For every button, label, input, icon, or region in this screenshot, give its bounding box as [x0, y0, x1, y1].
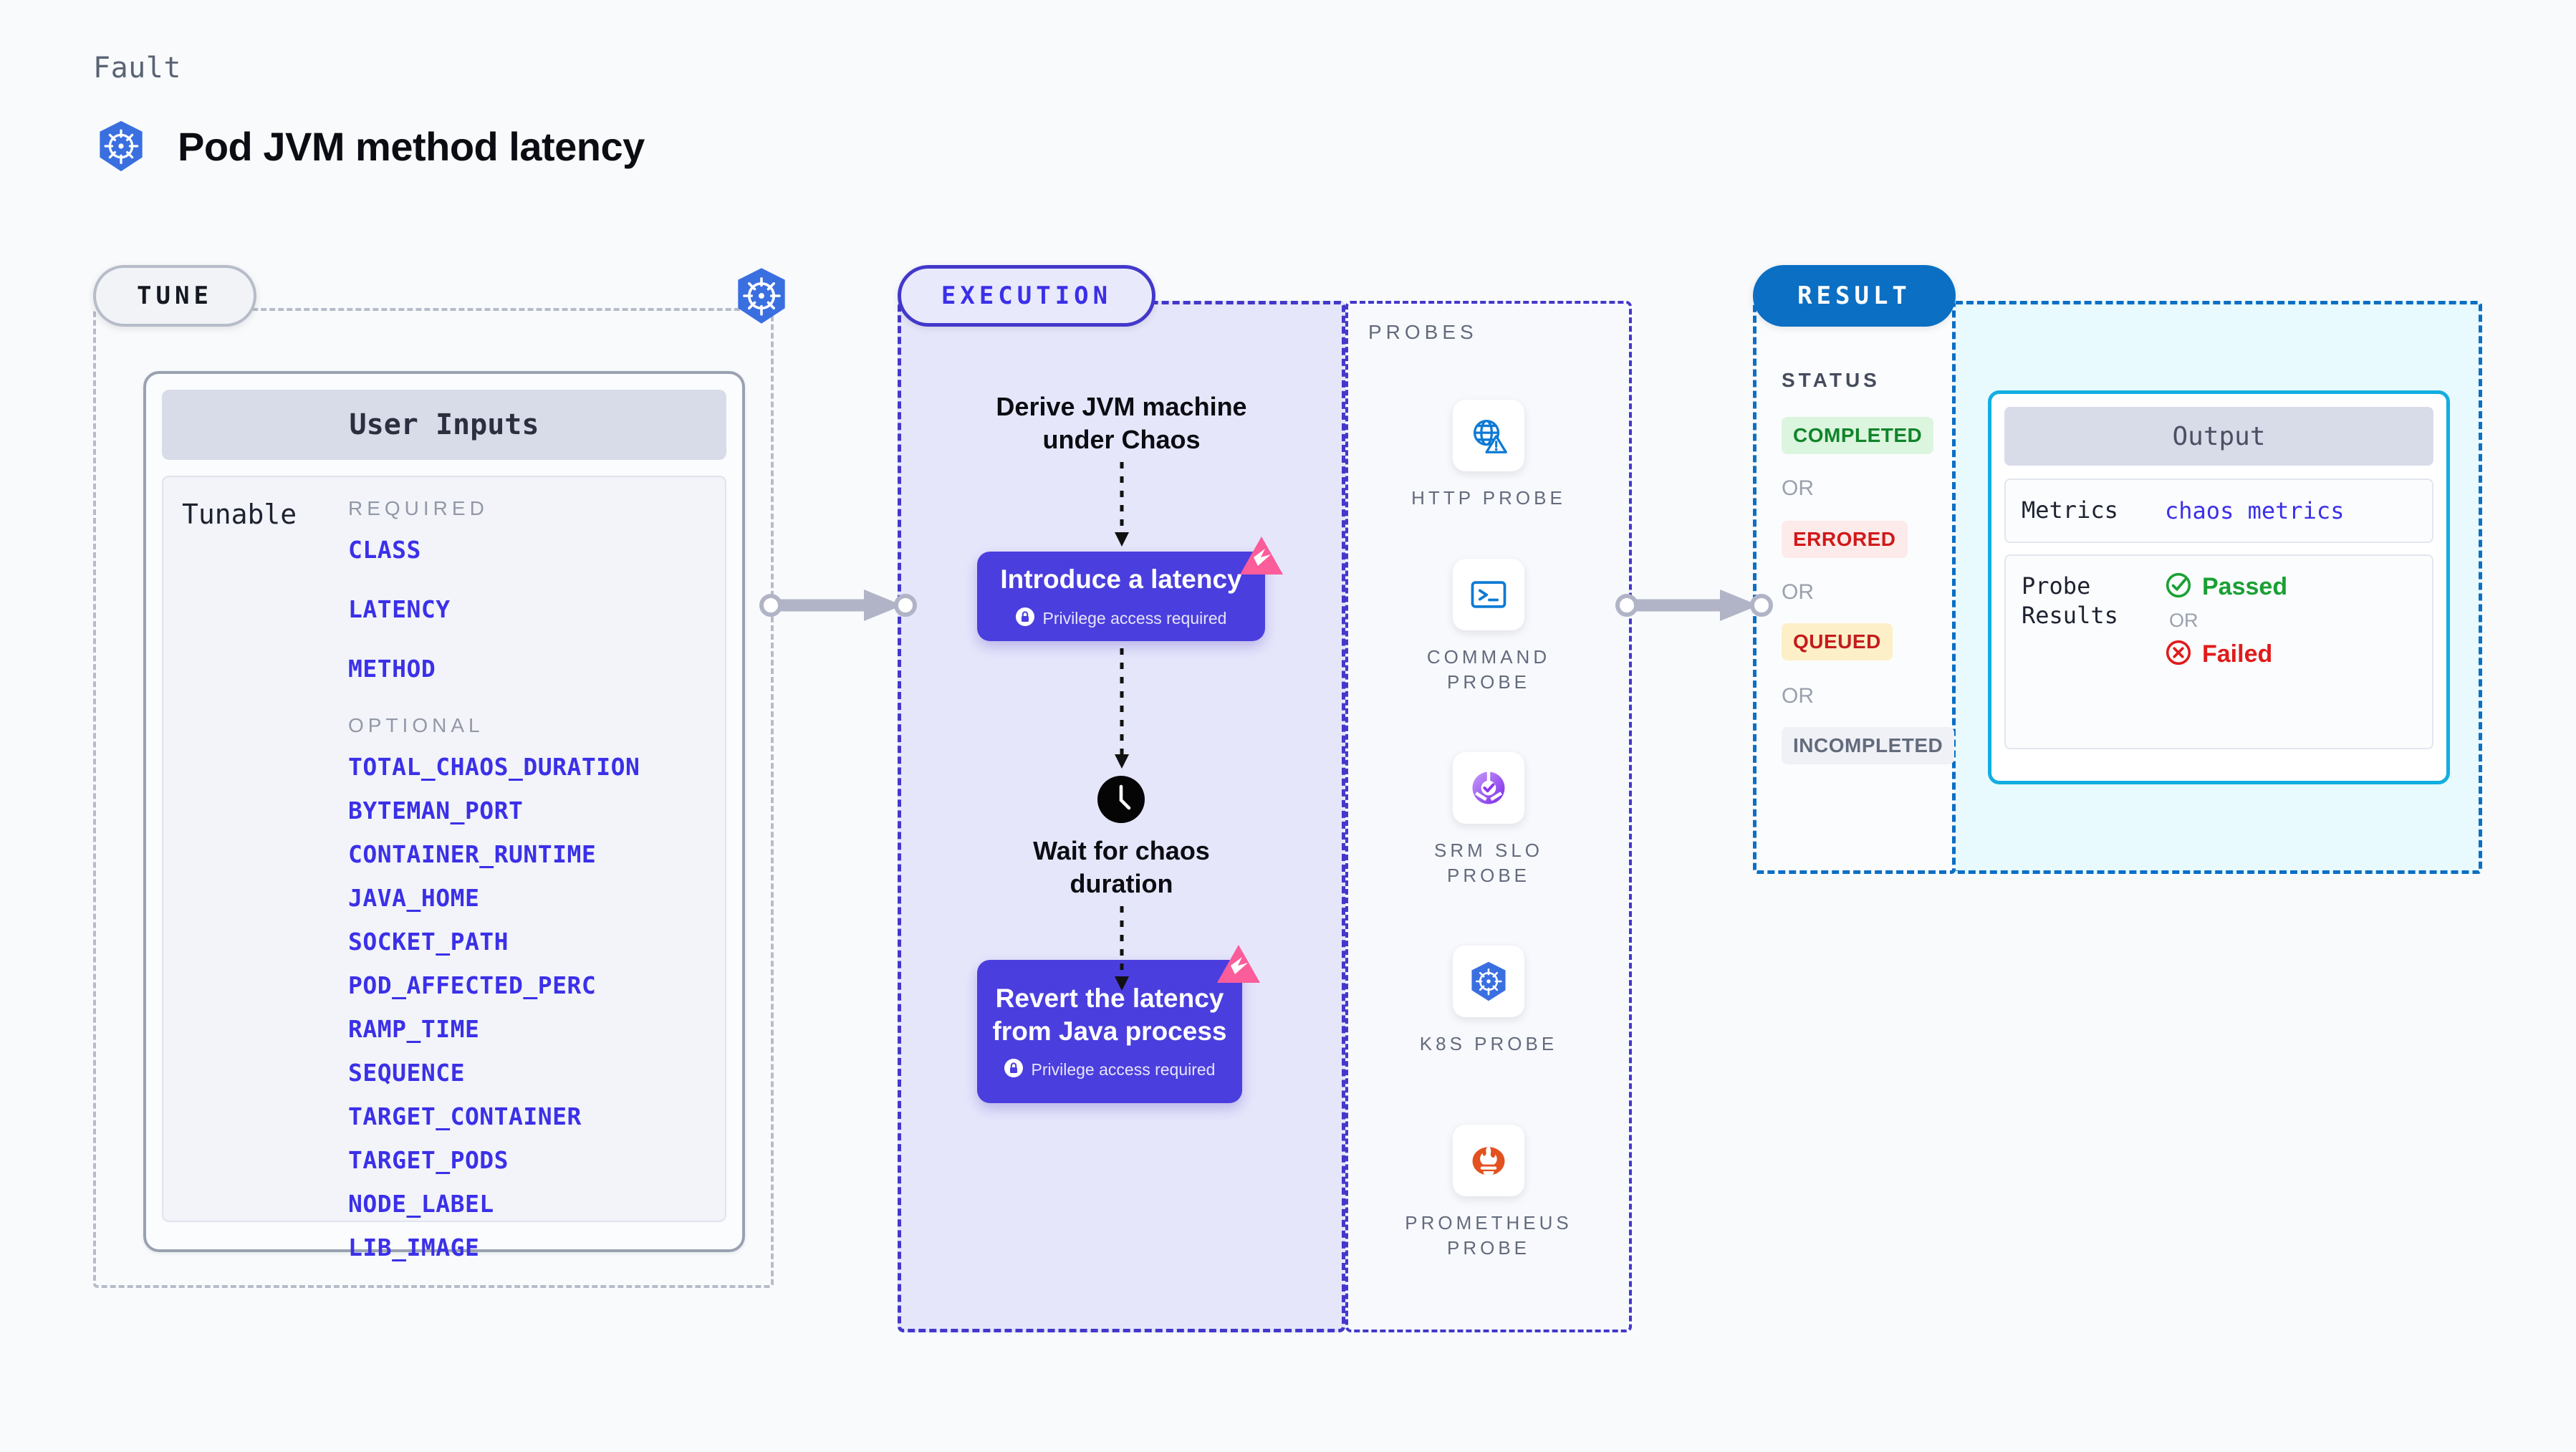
- execution-pill-label: EXECUTION: [898, 265, 1155, 327]
- output-metrics-value[interactable]: chaos metrics: [2165, 496, 2345, 524]
- status-or-1: OR: [1782, 476, 1814, 500]
- arrow-introduce-to-wait: [1115, 648, 1129, 769]
- prometheus-icon: [1453, 1125, 1524, 1196]
- privilege-row: Privilege access required: [1004, 1059, 1216, 1081]
- privilege-row: Privilege access required: [1015, 607, 1227, 630]
- user-inputs-body: Tunable REQUIRED CLASS LATENCY METHOD OP…: [162, 476, 726, 1261]
- status-badge-queued: QUEUED: [1782, 623, 1893, 660]
- probe-k8s[interactable]: K8S PROBE: [1345, 946, 1632, 1057]
- kubernetes-icon: [93, 118, 149, 174]
- page-title-row: Pod JVM method latency: [93, 118, 645, 174]
- required-group-title: REQUIRED: [348, 497, 489, 519]
- tune-pill-label: TUNE: [93, 265, 256, 327]
- user-inputs-card: User Inputs Tunable REQUIRED CLASS LATEN…: [143, 371, 745, 1261]
- probe-result-passed-label: Passed: [2202, 572, 2288, 600]
- probe-result-or: OR: [2169, 609, 2198, 631]
- arrow-wait-to-revert: [1115, 906, 1129, 991]
- output-probe-results-values: Passed OR Failed: [2165, 572, 2287, 670]
- param-ramp-time[interactable]: RAMP_TIME: [348, 1015, 480, 1043]
- status-or-3: OR: [1782, 684, 1814, 708]
- status-badge-errored: ERRORED: [1782, 521, 1908, 558]
- optional-group: OPTIONAL TOTAL_CHAOS_DURATION BYTEMAN_PO…: [348, 714, 725, 1261]
- output-metrics-key: Metrics: [2022, 496, 2118, 524]
- param-latency[interactable]: LATENCY: [348, 595, 451, 623]
- status-badge-incompleted: INCOMPLETED: [1782, 727, 1955, 764]
- arrow-derive-to-introduce: [1115, 462, 1129, 547]
- param-java-home[interactable]: JAVA_HOME: [348, 884, 480, 912]
- node-title: Introduce a latency: [1000, 564, 1242, 595]
- param-sequence[interactable]: SEQUENCE: [348, 1059, 465, 1087]
- required-group: REQUIRED CLASS LATENCY METHOD: [348, 497, 725, 683]
- tunable-label: Tunable: [182, 499, 297, 530]
- lock-icon: [1015, 607, 1034, 630]
- check-circle-icon: [2165, 572, 2192, 602]
- param-method[interactable]: METHOD: [348, 655, 436, 683]
- probe-label: HTTP PROBE: [1411, 487, 1566, 509]
- param-byteman-port[interactable]: BYTEMAN_PORT: [348, 797, 524, 824]
- param-socket-path[interactable]: SOCKET_PATH: [348, 928, 509, 956]
- probe-label: K8S PROBE: [1419, 1033, 1558, 1054]
- param-total-chaos-duration[interactable]: TOTAL_CHAOS_DURATION: [348, 753, 640, 781]
- probe-http[interactable]: HTTP PROBE: [1345, 400, 1632, 511]
- privilege-label: Privilege access required: [1042, 608, 1227, 628]
- status-label: STATUS: [1782, 369, 1880, 391]
- optional-group-title: OPTIONAL: [348, 714, 484, 736]
- x-circle-icon: [2165, 639, 2192, 670]
- connector-tune-to-execution: [759, 590, 917, 621]
- result-status-section: [1753, 301, 1956, 874]
- param-class[interactable]: CLASS: [348, 536, 421, 564]
- param-target-container[interactable]: TARGET_CONTAINER: [348, 1102, 582, 1130]
- lock-icon: [1004, 1059, 1023, 1081]
- param-pod-affected-perc[interactable]: POD_AFFECTED_PERC: [348, 971, 597, 999]
- privilege-label: Privilege access required: [1031, 1060, 1216, 1080]
- globe-warning-icon: [1453, 400, 1524, 471]
- litmus-chaos-icon: [1239, 536, 1284, 576]
- param-lib-image[interactable]: LIB_IMAGE: [348, 1234, 480, 1261]
- connector-execution-to-result: [1615, 590, 1773, 621]
- probes-section-label: PROBES: [1368, 321, 1478, 343]
- page-title: Pod JVM method latency: [178, 123, 645, 169]
- output-title: Output: [2004, 407, 2433, 466]
- param-container-runtime[interactable]: CONTAINER_RUNTIME: [348, 840, 597, 868]
- tune-section: [93, 308, 774, 1288]
- terminal-icon: [1453, 559, 1524, 630]
- param-target-pods[interactable]: TARGET_PODS: [348, 1146, 509, 1174]
- tune-kubernetes-icon: [731, 265, 792, 327]
- status-badge-completed: COMPLETED: [1782, 417, 1934, 454]
- clock-icon: [1097, 776, 1145, 823]
- result-pill-label: RESULT: [1753, 265, 1956, 327]
- probe-result-failed: Failed: [2165, 639, 2287, 670]
- page-kicker: Fault: [93, 52, 181, 85]
- output-metrics-row: Metrics chaos metrics: [2004, 479, 2433, 543]
- kubernetes-icon: [1453, 946, 1524, 1017]
- probe-result-passed: Passed: [2165, 572, 2287, 602]
- probe-result-failed-label: Failed: [2202, 640, 2273, 668]
- execution-node-introduce-latency[interactable]: Introduce a latency Privilege access req…: [977, 537, 1283, 641]
- status-or-2: OR: [1782, 580, 1814, 604]
- param-node-label[interactable]: NODE_LABEL: [348, 1190, 494, 1218]
- litmus-chaos-icon: [1216, 944, 1261, 984]
- user-inputs-title: User Inputs: [162, 390, 726, 460]
- slo-donut-check-icon: [1453, 752, 1524, 824]
